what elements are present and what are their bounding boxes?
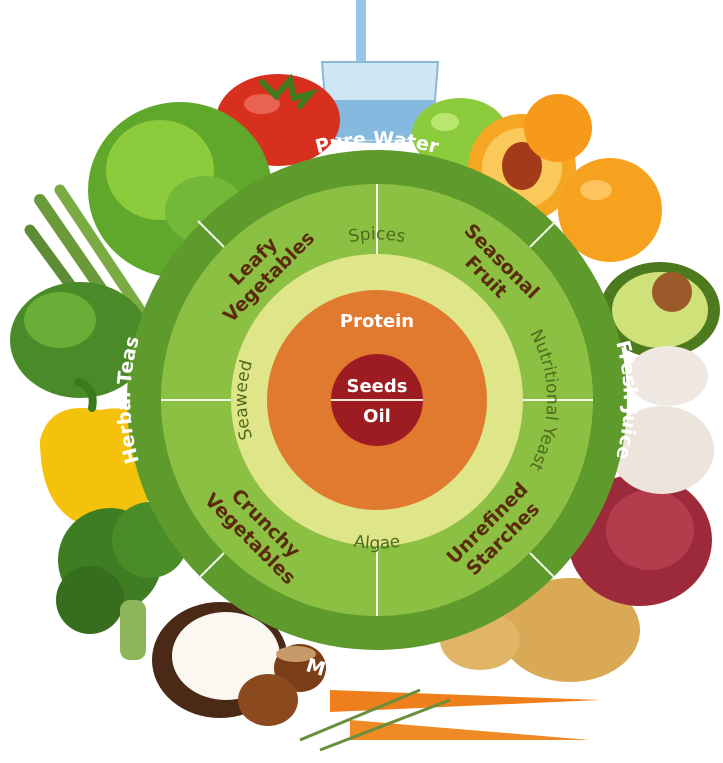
outer-label-bottom: Mineral Broth bbox=[303, 654, 450, 687]
inner-label-top: Spices bbox=[347, 224, 407, 247]
center-label-seeds: Seeds bbox=[347, 376, 408, 397]
inner-label-bottom: Algae bbox=[352, 532, 401, 554]
center-label-oil: Oil bbox=[363, 406, 391, 427]
core-label-protein: Protein bbox=[340, 311, 414, 332]
carrot-icon bbox=[330, 690, 600, 740]
